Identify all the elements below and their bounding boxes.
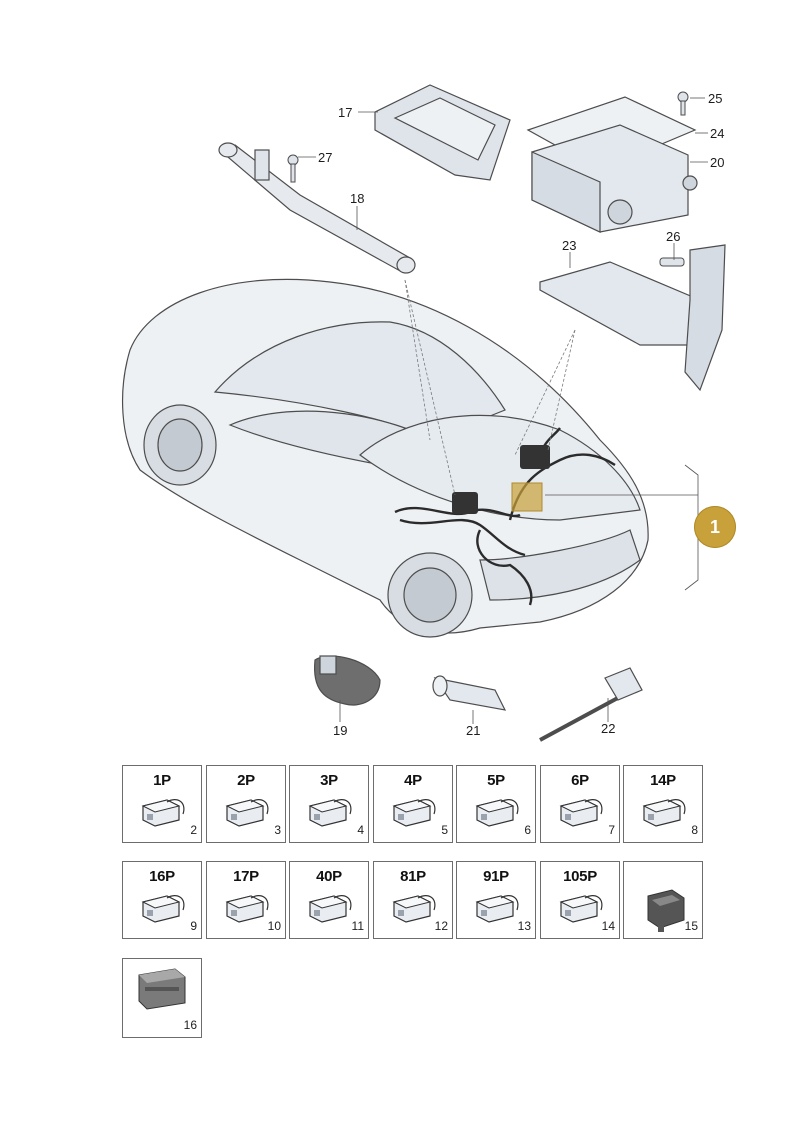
hose-part bbox=[218, 142, 416, 274]
connector-box[interactable]: 16P 9 bbox=[122, 861, 202, 939]
item-number: 4 bbox=[357, 823, 364, 837]
connector-box[interactable]: 4P 5 bbox=[373, 765, 453, 843]
pin-count-label: 105P bbox=[563, 868, 597, 885]
pin-count-label: 17P bbox=[233, 868, 259, 885]
connector-plug-icon bbox=[392, 799, 436, 827]
pin-count-label: 1P bbox=[153, 772, 171, 789]
callout-17: 17 bbox=[338, 105, 352, 120]
item-number: 9 bbox=[190, 919, 197, 933]
item-number: 2 bbox=[190, 823, 197, 837]
callout-24: 24 bbox=[710, 126, 724, 141]
pin-count-label: 14P bbox=[650, 772, 676, 789]
connector-plug-icon bbox=[141, 799, 185, 827]
connector-plug-icon bbox=[225, 799, 269, 827]
connector-plug-icon bbox=[475, 895, 519, 923]
callout-22: 22 bbox=[601, 721, 615, 736]
callout-18: 18 bbox=[350, 191, 364, 206]
item-number: 7 bbox=[608, 823, 615, 837]
callout-20: 20 bbox=[710, 155, 724, 170]
bracket-part bbox=[374, 84, 511, 181]
callout-19: 19 bbox=[333, 723, 347, 738]
mount-bracket-part bbox=[539, 244, 726, 392]
pin-count-label: 40P bbox=[316, 868, 342, 885]
connector-box[interactable]: 17P 10 bbox=[206, 861, 286, 939]
connector-plug-icon bbox=[141, 895, 185, 923]
car-illustration bbox=[121, 278, 649, 638]
pin-count-label: 5P bbox=[487, 772, 505, 789]
highlight-marker bbox=[511, 482, 543, 512]
pin-count-label: 2P bbox=[237, 772, 255, 789]
callout-23: 23 bbox=[562, 238, 576, 253]
connector-box[interactable]: 6P 7 bbox=[540, 765, 620, 843]
item-number: 16 bbox=[183, 1018, 197, 1032]
connector-plug-icon bbox=[475, 799, 519, 827]
pin-count-label: 91P bbox=[483, 868, 509, 885]
control-unit-block bbox=[452, 492, 478, 514]
pin-count-label: 3P bbox=[320, 772, 338, 789]
item-number: 14 bbox=[601, 919, 615, 933]
pin-count-label: 16P bbox=[149, 868, 175, 885]
explode-lines bbox=[404, 279, 576, 496]
screw-icons bbox=[287, 91, 689, 267]
relay-box[interactable]: 16 bbox=[122, 958, 202, 1038]
connector-housing-icon bbox=[647, 889, 685, 932]
control-unit-block-2 bbox=[520, 445, 550, 469]
connector-box[interactable]: 2P 3 bbox=[206, 765, 286, 843]
parts-diagram: 17 25 24 20 27 18 23 26 19 21 22 bbox=[121, 84, 726, 742]
connector-box[interactable]: 81P 12 bbox=[373, 861, 453, 939]
item-number: 13 bbox=[517, 919, 531, 933]
control-module-part bbox=[526, 96, 698, 233]
connector-housing-box[interactable]: 15 bbox=[623, 861, 703, 939]
connector-plug-icon bbox=[559, 895, 603, 923]
connector-box[interactable]: 91P 13 bbox=[456, 861, 536, 939]
callout-27: 27 bbox=[318, 150, 332, 165]
connector-plug-icon bbox=[392, 895, 436, 923]
connector-box[interactable]: 14P 8 bbox=[623, 765, 703, 843]
item-number: 15 bbox=[684, 919, 698, 933]
connector-plug-icon bbox=[308, 799, 352, 827]
connector-plug-icon bbox=[308, 895, 352, 923]
item-number: 10 bbox=[267, 919, 281, 933]
pin-count-label: 6P bbox=[571, 772, 589, 789]
pin-count-label: 4P bbox=[404, 772, 422, 789]
connector-plug-icon bbox=[225, 895, 269, 923]
connector-plug-icon bbox=[559, 799, 603, 827]
connector-box[interactable]: 5P 6 bbox=[456, 765, 536, 843]
item-number: 8 bbox=[691, 823, 698, 837]
small-parts bbox=[313, 655, 643, 742]
connector-box[interactable]: 40P 11 bbox=[289, 861, 369, 939]
item-number: 6 bbox=[524, 823, 531, 837]
callout-26: 26 bbox=[666, 229, 680, 244]
item-number: 5 bbox=[441, 823, 448, 837]
connector-box[interactable]: 105P 14 bbox=[540, 861, 620, 939]
connector-box[interactable]: 1P 2 bbox=[122, 765, 202, 843]
callout-21: 21 bbox=[466, 723, 480, 738]
main-item-badge[interactable]: 1 bbox=[694, 506, 736, 548]
item-number: 12 bbox=[434, 919, 448, 933]
callout-25: 25 bbox=[708, 91, 722, 106]
item-number: 11 bbox=[351, 919, 364, 933]
connector-plug-icon bbox=[642, 799, 686, 827]
pin-count-label: 81P bbox=[400, 868, 426, 885]
callout-lines bbox=[298, 97, 708, 724]
connector-box[interactable]: 3P 4 bbox=[289, 765, 369, 843]
relay-module-icon bbox=[138, 968, 186, 1010]
item-number: 3 bbox=[274, 823, 281, 837]
